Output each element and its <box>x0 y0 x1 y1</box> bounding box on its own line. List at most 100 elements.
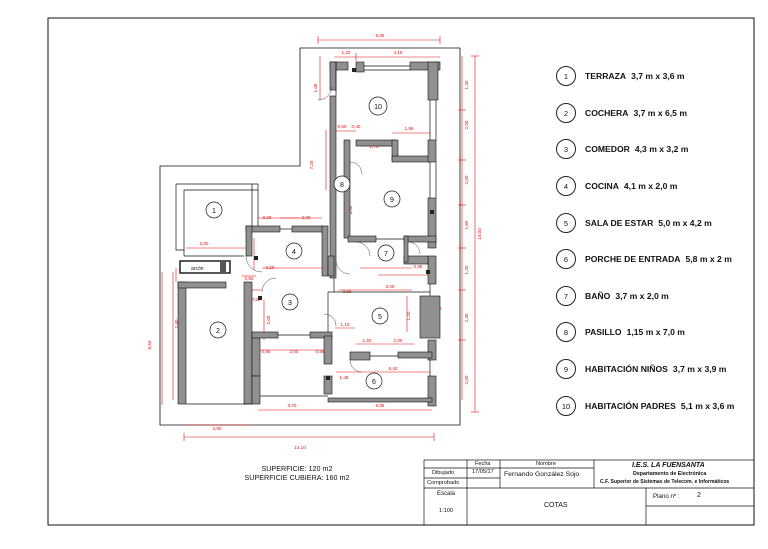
legend-room-name: HABITACIÓN NIÑOS <box>585 364 668 374</box>
dim-label: 1,75 <box>370 144 379 149</box>
plan-room-num: 6 <box>372 379 376 386</box>
legend-item: 6 PORCHE DE ENTRADA 5,8 m x 2 m <box>556 249 732 269</box>
room-number-marker: 5 <box>556 213 576 233</box>
dim-label: 0,85 <box>414 264 423 269</box>
title-block-grid <box>423 459 755 526</box>
dim-label: 1,30 <box>464 80 469 89</box>
tb-plan-title: COTAS <box>544 502 568 509</box>
dim-label: 3,00 <box>386 284 395 289</box>
legend-room-dims: 3,7 m x 3,9 m <box>672 364 727 374</box>
legend-room-dims: 5,0 m x 4,2 m <box>658 218 712 228</box>
legend-item: 1 TERRAZA 3,7 m x 3,6 m <box>556 66 685 86</box>
plan-room-num: 2 <box>216 328 220 335</box>
legend-room-dims: 3,7 m x 2,0 m <box>615 291 669 301</box>
legend-room-dims: 5,8 m x 2 m <box>685 254 732 264</box>
tb-school: I.E.S. LA FUENSANTA <box>632 462 705 469</box>
building-contour <box>159 47 461 426</box>
dim-label: 2,00 <box>464 120 469 129</box>
legend-room-name: TERRAZA <box>585 71 627 81</box>
dim-label: 14,10 <box>294 445 306 450</box>
dim-label: 1,06 <box>313 83 318 92</box>
legend-room-dims: 4,3 m x 3,2 m <box>634 144 689 154</box>
dim-label: 1,95 <box>405 126 414 131</box>
dim-label: 0,50 <box>252 297 261 302</box>
surface-total: SUPERFICIE: 120 m2 <box>261 464 333 473</box>
dim-label: 0,85 <box>262 349 271 354</box>
legend-room-dims: 1,15 m x 7,0 m <box>626 327 685 337</box>
legend-room-name: PORCHE DE ENTRADA <box>585 254 681 264</box>
tb-plano-value: 2 <box>697 492 701 499</box>
room-number-marker: 8 <box>556 322 576 342</box>
plan-room-num: 7 <box>384 251 388 258</box>
dim-label: 1,22 <box>342 50 351 55</box>
dim-label: 1,20 <box>406 311 411 320</box>
room-number-marker: 4 <box>556 176 576 196</box>
tb-plano-label: Plano nº : <box>653 493 680 500</box>
legend-room-name: COCHERA <box>585 108 629 118</box>
legend-room-name: HABITACIÓN PADRES <box>585 401 676 411</box>
sheet-border <box>47 17 755 526</box>
store-label: arcón <box>191 266 204 272</box>
dim-label: 3,70 <box>288 403 297 408</box>
dim-label: 2,00 <box>290 349 299 354</box>
tb-col-fecha: Fecha <box>475 461 491 467</box>
legend-item: 2 COCHERA 3,7 m x 6,5 m <box>556 103 687 123</box>
legend-item: 9 HABITACIÓN NIÑOS 3,7 m x 3,9 m <box>556 359 726 379</box>
dim-label: 6,42 <box>389 366 398 371</box>
legend-item: 10 HABITACIÓN PADRES 5,1 m x 3,6 m <box>556 396 734 416</box>
room-number-marker: 6 <box>556 249 576 269</box>
tb-course: C.F. Superior de Sistemas de Telecom. e … <box>600 479 730 485</box>
room-number-marker <box>205 96 401 390</box>
legend-room-dims: 4,1 m x 2,0 m <box>623 181 678 191</box>
legend-item: 7 BAÑO 3,7 m x 2,0 m <box>556 286 669 306</box>
room-number-marker: 3 <box>556 139 576 159</box>
dim-label: 0,50 <box>245 276 254 281</box>
dim-label: 3,00 <box>348 205 353 214</box>
plan-room-num: 3 <box>288 300 292 307</box>
legend-room-dims: 3,7 m x 3,6 m <box>631 71 685 81</box>
dim-label: 0,10 <box>266 265 275 270</box>
interior-lines <box>175 62 437 405</box>
room-number-marker: 9 <box>556 359 576 379</box>
legend-room-dims: 3,7 m x 6,5 m <box>633 108 687 118</box>
dim-label: 2,40 <box>464 313 469 322</box>
dim-label: 5,85 <box>376 403 385 408</box>
legend-room-name: PASILLO <box>585 327 622 337</box>
room-number-marker: 1 <box>556 66 576 86</box>
dim-label: 2,00 <box>394 338 403 343</box>
legend-item: 3 COMEDOR 4,3 m x 3,2 m <box>556 139 688 159</box>
legend-room-name: COMEDOR <box>585 144 630 154</box>
dim-label: 2,00 <box>464 375 469 384</box>
dim-label: 2,40 <box>174 319 179 328</box>
plan-room-num: 5 <box>378 314 382 321</box>
dim-label: 2,00 <box>464 175 469 184</box>
plan-room-num: 1 <box>212 208 216 215</box>
dim-label: 1,50 <box>363 338 372 343</box>
store-box <box>179 260 231 274</box>
tb-row-comprobado: Comprobado <box>427 480 460 486</box>
tb-row-dibujado: Dibujado <box>432 470 455 476</box>
dim-label: 0,85 <box>316 349 325 354</box>
surface-covered: SUPERFICIE CUBIERA: 160 m2 <box>244 473 350 482</box>
dimension-lines <box>161 36 479 441</box>
legend-room-name: COCINA <box>585 181 619 191</box>
room-number-marker: 2 <box>556 103 576 123</box>
room-number-marker: 7 <box>556 286 576 306</box>
tb-col-nombre: Nombre <box>536 461 556 467</box>
tb-author: Fernando González Sojo <box>504 471 580 478</box>
plan-room-num: 9 <box>390 197 394 204</box>
legend-item: 4 COCINA 4,1 m x 2,0 m <box>556 176 677 196</box>
dim-label: 2,00 <box>302 215 311 220</box>
dim-label: 1,48 <box>340 375 349 380</box>
dim-label: 4,15 <box>394 50 403 55</box>
legend-room-name: SALA DE ESTAR <box>585 218 654 228</box>
dim-label: 7,25 <box>309 160 314 169</box>
dim-label: 1,10 <box>341 322 350 327</box>
dim-label: 3,90 <box>213 426 222 431</box>
dim-label: 6,50 <box>147 340 152 349</box>
plan-room-num: 8 <box>340 182 344 189</box>
dim-label: 14,00 <box>477 228 482 240</box>
legend-item: 8 PASILLO 1,15 m x 7,0 m <box>556 322 685 342</box>
